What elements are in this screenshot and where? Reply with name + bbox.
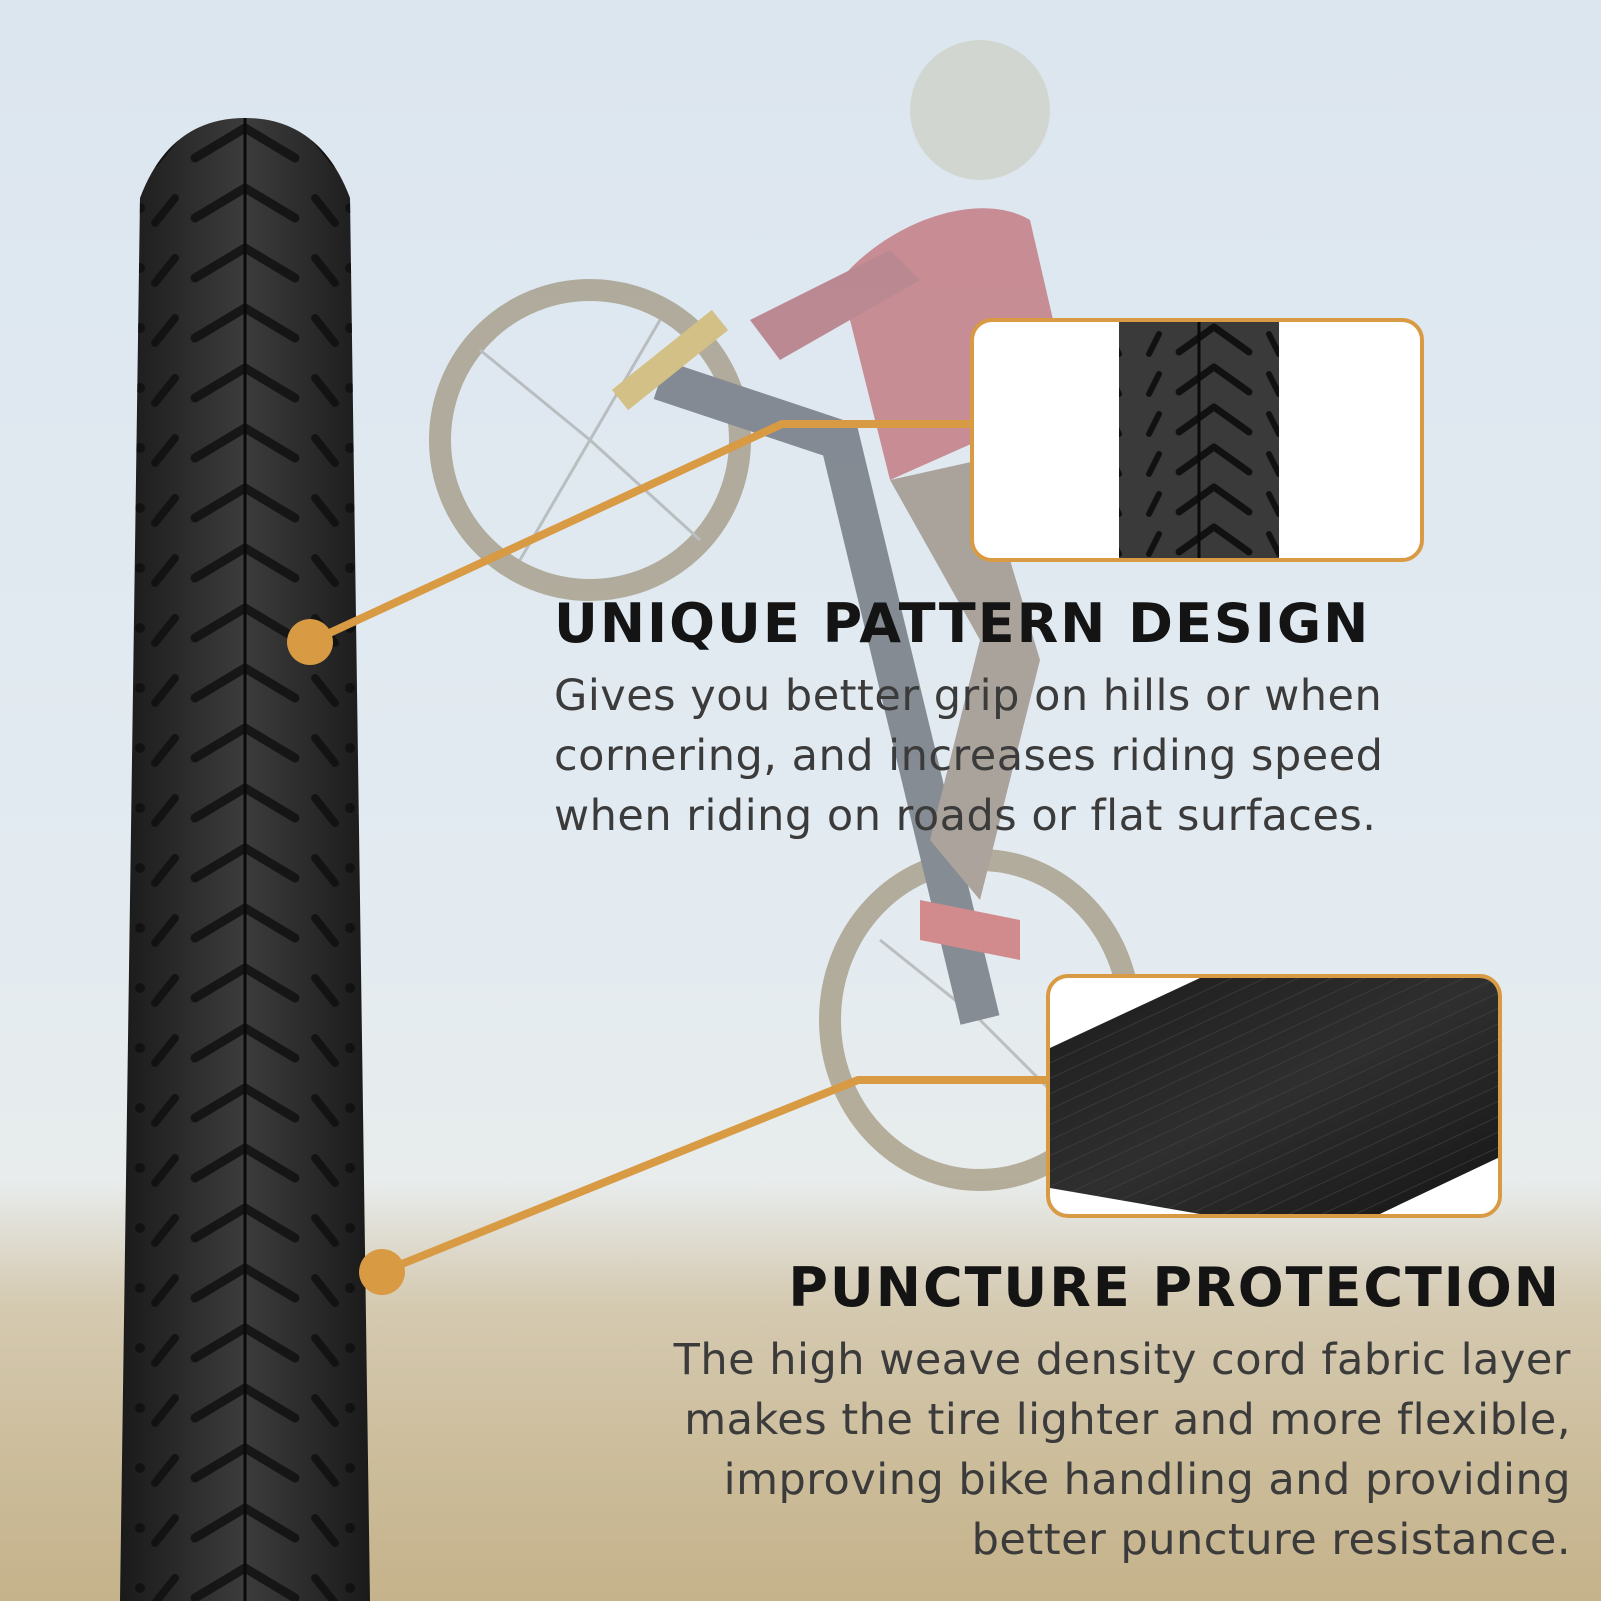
tread-closeup-inset bbox=[970, 318, 1424, 562]
callout-dot-pattern bbox=[287, 619, 333, 665]
bike-tire-image bbox=[120, 118, 370, 1601]
feature-description-pattern: Gives you better grip on hills or when c… bbox=[554, 671, 1384, 841]
helmet bbox=[910, 40, 1050, 180]
rider-on-bike-image bbox=[429, 40, 1141, 1191]
tread-closeup-image bbox=[1119, 322, 1279, 558]
callout-dot-puncture bbox=[359, 1249, 405, 1295]
feature-description-puncture: The high weave density cord fabric layer… bbox=[673, 1335, 1571, 1565]
cord-layer-image bbox=[1050, 978, 1498, 1214]
feature-heading-pattern: UNIQUE PATTERN DESIGN bbox=[554, 592, 1371, 655]
cord-layer-inset bbox=[1046, 974, 1502, 1218]
feature-heading-puncture: PUNCTURE PROTECTION bbox=[788, 1256, 1561, 1319]
rider-pants bbox=[890, 460, 1040, 900]
